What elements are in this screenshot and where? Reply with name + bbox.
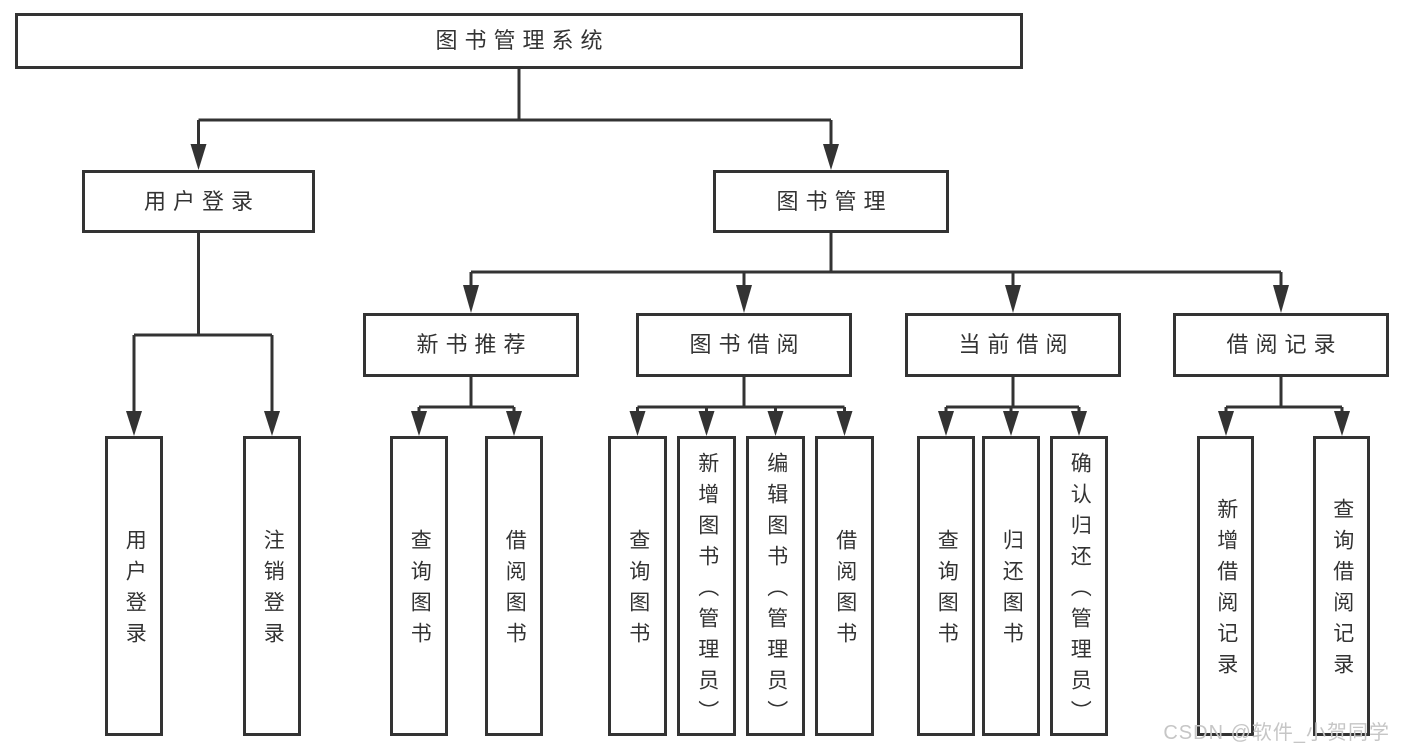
node-book-management: 图书管理: [713, 170, 949, 233]
node-query-books-current: 查询图书: [917, 436, 975, 736]
node-return-books: 归还图书: [982, 436, 1040, 736]
node-query-books-recommend: 查询图书: [390, 436, 448, 736]
node-confirm-return-admin: 确认归还（管理员）: [1050, 436, 1108, 736]
node-logout-action: 注销登录: [243, 436, 301, 736]
node-borrow-books-action: 借阅图书: [815, 436, 874, 736]
node-borrowing-records: 借阅记录: [1173, 313, 1389, 377]
node-edit-books-admin: 编辑图书（管理员）: [746, 436, 805, 736]
node-current-borrowing: 当前借阅: [905, 313, 1121, 377]
node-add-borrow-record: 新增借阅记录: [1197, 436, 1254, 736]
node-library-management-system: 图书管理系统: [15, 13, 1023, 69]
node-user-login: 用户登录: [82, 170, 315, 233]
node-user-login-action: 用户登录: [105, 436, 163, 736]
node-new-book-recommendation: 新书推荐: [363, 313, 579, 377]
node-query-borrow-record: 查询借阅记录: [1313, 436, 1370, 736]
node-borrow-books-recommend: 借阅图书: [485, 436, 543, 736]
node-book-borrowing: 图书借阅: [636, 313, 852, 377]
watermark: CSDN @软件_小贺同学: [1163, 722, 1390, 744]
node-add-books-admin: 新增图书（管理员）: [677, 436, 736, 736]
node-query-books-borrowing: 查询图书: [608, 436, 667, 736]
arrowhead-icons: [126, 144, 1350, 436]
